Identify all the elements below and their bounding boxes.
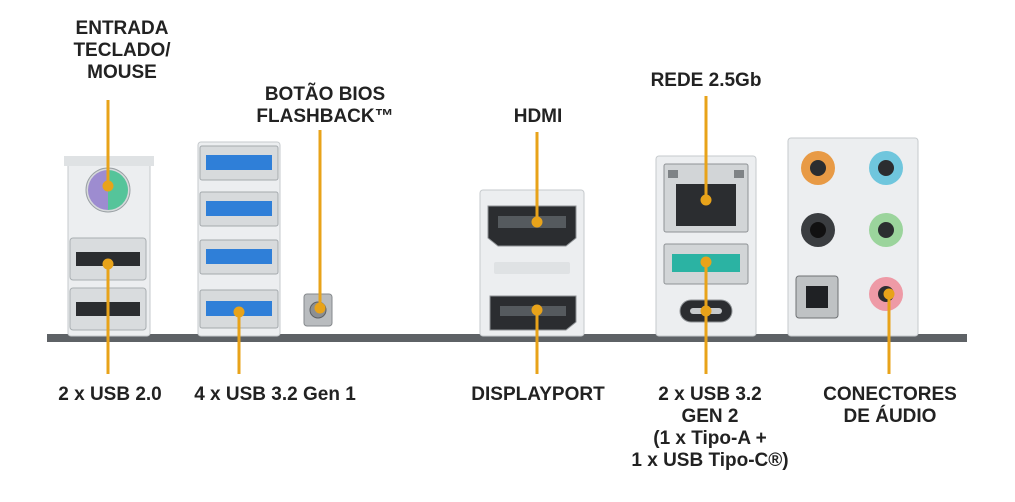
label-usb32-gen2: 2 x USB 3.2 GEN 2 (1 x Tipo-A + 1 x USB …: [631, 384, 789, 471]
usb32-gen1-port-1: [206, 155, 272, 170]
label-audio: CONECTORES DE ÁUDIO: [823, 384, 957, 427]
leader-lines: [102, 96, 895, 374]
label-displayport: DISPLAYPORT: [471, 384, 605, 405]
usb32-gen1-port-2: [206, 201, 272, 216]
label-hdmi: HDMI: [513, 106, 563, 127]
label-ps2: ENTRADA TECLADO/ MOUSE: [73, 18, 171, 83]
usb32-gen1-port-3: [206, 249, 272, 264]
label-bios-flashback: BOTÃO BIOS FLASHBACK™: [256, 84, 394, 127]
audio-block: [787, 137, 919, 337]
video-ports-block: [479, 189, 585, 337]
label-usb32-gen1: 4 x USB 3.2 Gen 1: [194, 384, 356, 405]
io-rail: [47, 334, 967, 342]
usb32-gen1-block: [197, 141, 281, 337]
label-usb20: 2 x USB 2.0: [58, 384, 162, 405]
label-rede: REDE 2.5Gb: [650, 70, 762, 91]
